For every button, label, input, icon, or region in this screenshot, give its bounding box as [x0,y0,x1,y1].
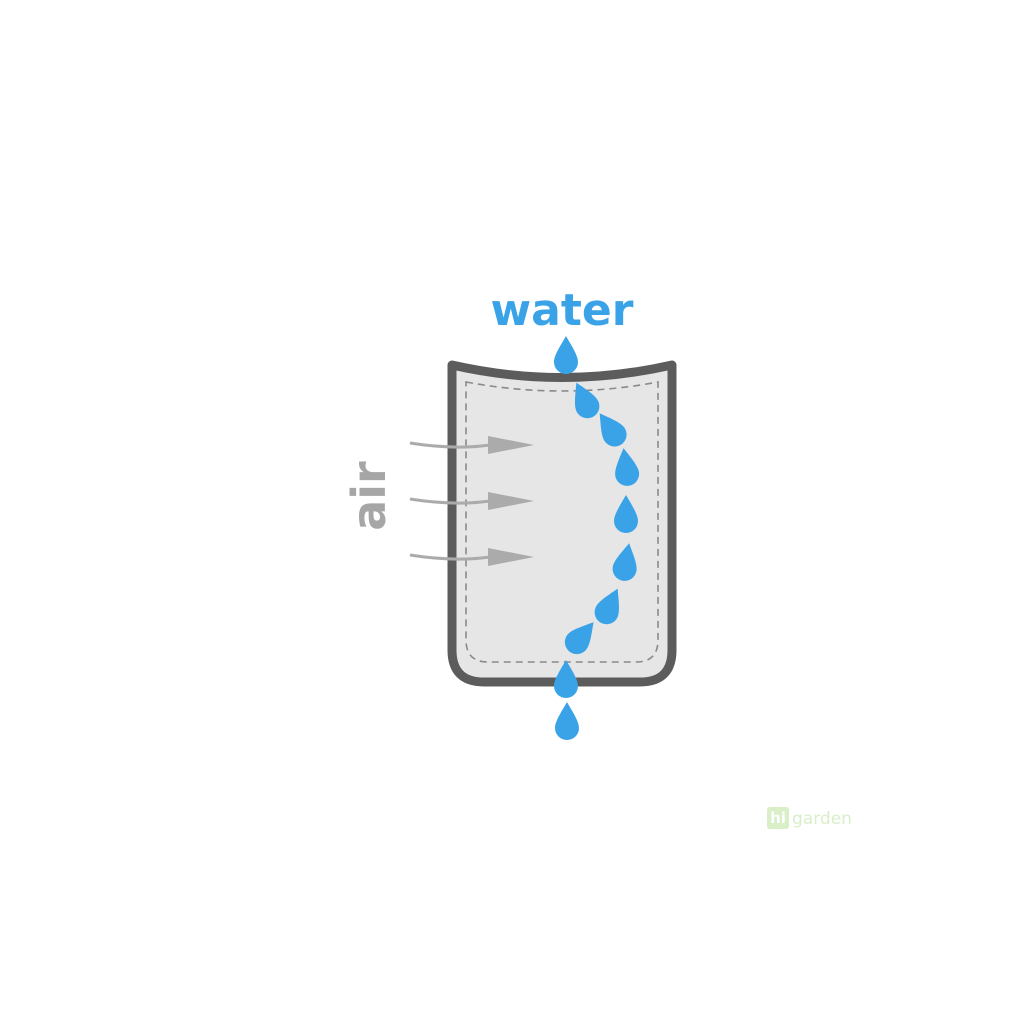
air-arrow [409,548,534,566]
water-label: water [491,285,634,336]
air-arrow [409,436,534,454]
watermark-garden: garden [792,809,852,829]
pot-outline [447,360,677,687]
watermark-hi: hi [770,809,786,827]
watermark-logo: hi garden [767,807,852,829]
water-drop [554,336,578,374]
watermark-logo-badge [767,807,789,829]
air-label: air [342,461,396,531]
water-drop [555,702,579,740]
fabric-pot [447,360,677,687]
pot-stitching [465,381,659,663]
air-arrows [409,436,534,566]
air-arrow [409,492,534,510]
